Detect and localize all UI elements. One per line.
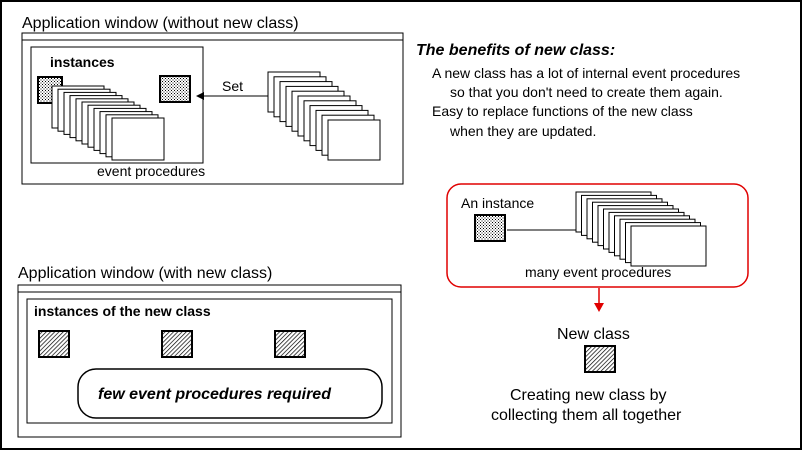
benefits-line-4: when they are updated. — [449, 123, 596, 139]
benefits-line-2: so that you don't need to create them ag… — [450, 84, 723, 100]
instance-box: An instance many event procedures — [446, 183, 749, 288]
new-class-caption-1: Creating new class by — [510, 387, 667, 404]
benefits-line-1: A new class has a lot of internal event … — [432, 65, 740, 81]
instance-icon-right — [159, 75, 191, 103]
window-with-title: Application window (with new class) — [18, 265, 272, 282]
new-class-label: New class — [557, 326, 630, 343]
window-with-new-class: Application window (with new class) inst… — [17, 265, 402, 438]
benefits-heading: The benefits of new class: — [416, 42, 615, 59]
new-class-instance-3 — [274, 330, 306, 358]
benefits-section: The benefits of new class: A new class h… — [416, 42, 740, 139]
instances-new-class-label: instances of the new class — [34, 303, 211, 319]
an-instance-label: An instance — [461, 195, 534, 211]
few-procedures-label: few event procedures required — [98, 386, 332, 403]
window-without-title: Application window (without new class) — [22, 15, 299, 32]
benefits-line-3: Easy to replace functions of the new cla… — [432, 103, 693, 119]
instance-icon-box — [474, 214, 506, 242]
event-procedure-page — [111, 117, 165, 161]
window-without-new-class: Application window (without new class) i… — [21, 15, 404, 185]
few-procedures-box — [77, 368, 383, 419]
new-class-instance-2 — [161, 330, 193, 358]
event-procedure-page — [327, 119, 381, 161]
event-procedures-label: event procedures — [97, 163, 205, 179]
event-procedure-stack-right — [267, 71, 381, 161]
set-label: Set — [222, 78, 243, 94]
event-procedure-page — [630, 225, 707, 267]
many-event-procedures-label: many event procedures — [525, 264, 671, 280]
new-class-caption-2: collecting them all together — [491, 407, 682, 424]
event-procedure-stack-box — [575, 191, 707, 267]
new-class-section: New class Creating new class by collecti… — [491, 326, 682, 424]
event-procedure-stack-left — [51, 85, 165, 161]
new-class-icon — [584, 345, 616, 373]
instances-label: instances — [50, 54, 115, 70]
new-class-instance-1 — [38, 330, 70, 358]
